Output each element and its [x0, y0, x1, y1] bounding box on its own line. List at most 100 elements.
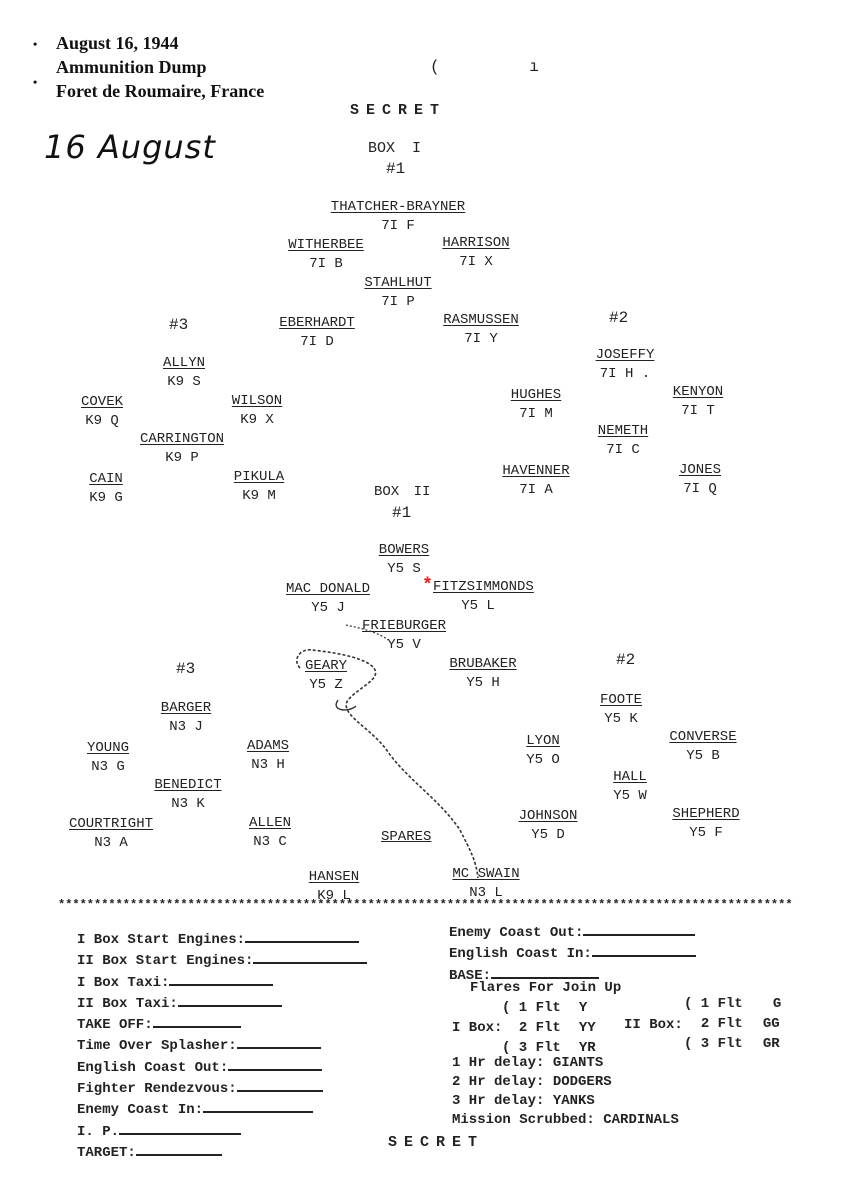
aircraft-code: 7I A	[519, 482, 553, 498]
aircraft-code: 7I D	[300, 334, 334, 350]
separator-line: ****************************************…	[58, 898, 794, 912]
aircraft-code: 7I M	[519, 406, 553, 422]
form-row: II Box Taxi:	[77, 993, 367, 1014]
delay-code: YANKS	[552, 1093, 595, 1109]
aircraft-code: K9 S	[167, 374, 201, 390]
pilot-name: BARGER	[160, 700, 212, 716]
pilot-name: STAHLHUT	[364, 275, 432, 291]
flare-code: Y	[578, 1000, 588, 1016]
formation-position: HANSEN K9 L	[309, 868, 359, 906]
aircraft-code: 7I P	[381, 294, 415, 310]
box2-high-flight-label: #2	[616, 651, 636, 669]
pilot-name: HARRISON	[442, 235, 510, 251]
formation-position: HAVENNER 7I A	[502, 462, 569, 500]
pilot-name: EBERHARDT	[279, 315, 355, 331]
delay-row: 3 Hr delay: YANKS	[452, 1092, 679, 1111]
form-label: TARGET:	[77, 1144, 136, 1161]
aircraft-code: 7I Q	[683, 481, 717, 497]
header-bullet-1: •	[33, 37, 38, 51]
aircraft-code: 7I B	[309, 256, 343, 272]
aircraft-code: Y5 F	[689, 825, 723, 841]
pilot-name: GEARY	[304, 658, 348, 674]
formation-position: EBERHARDT 7I D	[279, 314, 355, 352]
form-blank	[253, 950, 368, 965]
aircraft-code: Y5 J	[311, 600, 345, 616]
formation-position: STAHLHUT 7I P	[364, 274, 431, 312]
form-row: I Box Start Engines:	[77, 929, 367, 950]
flare-flight: ( 3 Flt	[684, 1036, 743, 1052]
flare-code: GG	[762, 1016, 780, 1032]
pilot-name: WILSON	[231, 393, 283, 409]
form-row: Enemy Coast In:	[77, 1099, 367, 1120]
aircraft-code: Y5 O	[526, 752, 560, 768]
aircraft-code: Y5 Z	[309, 677, 343, 693]
form-label: Enemy Coast Out:	[449, 925, 584, 941]
pilot-name: FRIEBURGER	[361, 618, 447, 634]
delay-code: DODGERS	[552, 1074, 612, 1090]
aircraft-code: N3 L	[469, 885, 503, 901]
aircraft-code: 7I H .	[599, 366, 651, 382]
pilot-name: FITZSIMMONDS	[432, 579, 534, 595]
form-row: II Box Start Engines:	[77, 950, 368, 971]
form-blank	[119, 1121, 242, 1135]
flare-flight: ( 1 Flt	[684, 996, 743, 1012]
aircraft-code: N3 C	[253, 834, 287, 850]
flare-flight: ( 1 Flt	[502, 1000, 561, 1016]
pilot-name: JOHNSON	[518, 808, 578, 824]
header-date: August 16, 1944	[56, 33, 179, 53]
formation-position: COURTRIGHT N3 A	[69, 815, 153, 853]
form-label: BASE:	[449, 967, 492, 984]
aircraft-code: N3 A	[94, 835, 128, 851]
aircraft-code: K9 L	[317, 888, 351, 904]
form-row: I Box Taxi:	[77, 972, 367, 993]
form-label: TAKE OFF:	[77, 1017, 153, 1034]
form-blank	[491, 965, 600, 979]
box1-label: BOX I	[368, 140, 422, 157]
form-blank	[236, 1035, 321, 1050]
pilot-name: YOUNG	[86, 740, 130, 756]
flares-box1-label: I Box:	[452, 1020, 503, 1036]
handwritten-date: 16 August	[44, 128, 216, 166]
pilot-name: WITHERBEE	[288, 237, 364, 253]
form-label: English Coast In:	[449, 946, 592, 963]
header-location: Foret de Roumaire, France	[56, 81, 265, 101]
aircraft-code: 7I X	[459, 254, 493, 270]
pilot-name: BOWERS	[378, 542, 430, 558]
spares-label: SPARES	[381, 829, 432, 845]
pilot-name: JONES	[678, 462, 722, 478]
formation-position: WITHERBEE 7I B	[288, 236, 364, 274]
form-blank	[591, 943, 696, 958]
pilot-name: CAIN	[89, 471, 123, 487]
aircraft-code: Y5 S	[387, 561, 421, 577]
pilot-name: HAVENNER	[502, 463, 570, 479]
form-label: II Box Taxi:	[77, 995, 178, 1012]
pilot-name: SHEPHERD	[672, 806, 740, 822]
pilot-name: HANSEN	[308, 869, 360, 885]
delay-codes: 1 Hr delay: GIANTS 2 Hr delay: DODGERS 3…	[452, 1054, 679, 1130]
aircraft-code: N3 J	[169, 719, 203, 735]
form-blank	[236, 1078, 323, 1093]
pilot-name: COURTRIGHT	[68, 816, 154, 832]
pilot-name: CARRINGTON	[139, 431, 225, 447]
formation-position: BOWERS Y5 S	[379, 541, 429, 579]
pilot-name: COVEK	[80, 394, 124, 410]
box1-high-flight-label: #2	[609, 309, 629, 327]
aircraft-code: 7I T	[681, 403, 715, 419]
flare-flight: 2 Flt	[518, 1020, 561, 1036]
header-target: Ammunition Dump	[56, 57, 207, 77]
formation-position: HARRISON 7I X	[442, 234, 509, 272]
